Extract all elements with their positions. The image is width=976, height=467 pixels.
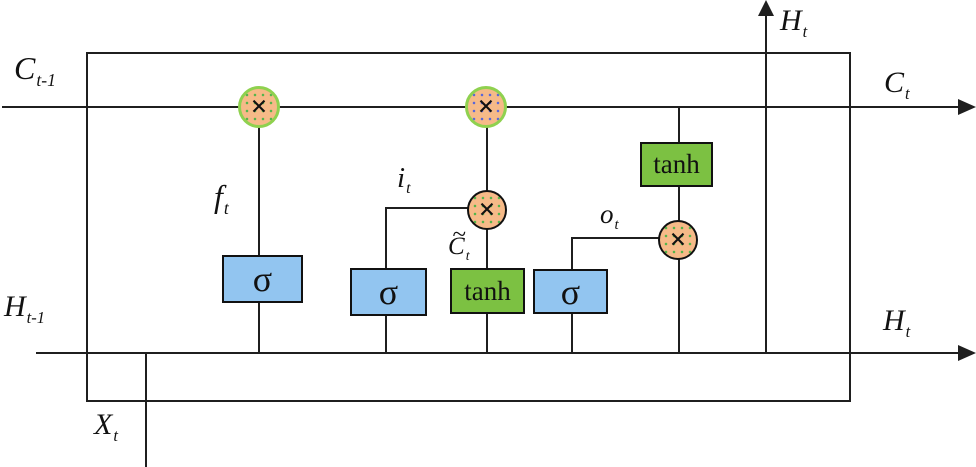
label-sub: t — [905, 83, 910, 103]
label-candidate: ~Ct — [448, 222, 470, 263]
label-cell-state-in: Ct-1 — [14, 52, 56, 90]
input-gate-elbow — [385, 207, 469, 209]
forget-sigma-gate: σ — [222, 255, 303, 303]
label-output-gate: ot — [600, 201, 619, 233]
forget-multiply-node: × — [238, 86, 280, 128]
label-base: i — [397, 162, 406, 194]
label-hidden-out-right: Ht — [883, 306, 910, 340]
label-sub: t — [465, 247, 470, 263]
forget-gate-connector — [258, 127, 260, 353]
label-hidden-out-top: Ht — [780, 6, 807, 40]
candidate-tanh-gate: tanh — [450, 268, 525, 314]
output-sigma-gate: σ — [533, 269, 608, 314]
label-base: C — [448, 233, 465, 260]
candidate-connector — [486, 127, 488, 353]
arrow-right-cell-state — [958, 99, 976, 115]
label-sub: t-1 — [26, 307, 46, 327]
input-x-line — [145, 353, 147, 467]
arrow-right-hidden-state — [958, 345, 976, 361]
output-tanh-gate: tanh — [640, 142, 713, 187]
label-base: X — [94, 408, 113, 441]
tilde-mark: ~ — [452, 220, 467, 248]
output-multiply-node: × — [658, 220, 698, 260]
hidden-up-connector — [765, 12, 767, 353]
label-sub: t — [614, 216, 619, 233]
label-base: o — [600, 199, 614, 229]
label-hidden-state-in: Ht-1 — [4, 292, 45, 326]
label-forget-gate: ft — [214, 180, 229, 218]
cell-boundary-box — [86, 52, 851, 402]
input-multiply-node: × — [465, 86, 507, 128]
label-sub: t-1 — [36, 70, 56, 91]
candidate-multiply-node: × — [467, 190, 507, 230]
label-sub: t — [223, 198, 229, 219]
label-base: H — [883, 304, 905, 337]
label-sub: t — [802, 21, 808, 41]
label-base: H — [780, 4, 802, 37]
arrow-up-hidden-top — [758, 0, 774, 16]
label-input-x: Xt — [94, 410, 118, 444]
label-base: C — [884, 66, 905, 99]
label-base: C — [14, 50, 36, 86]
label-base: H — [4, 290, 26, 323]
label-cell-state-out: Ct — [884, 68, 910, 102]
label-sub: t — [905, 321, 911, 341]
output-gate-elbow — [571, 237, 659, 239]
input-sigma-gate: σ — [350, 268, 427, 316]
label-sub: t — [113, 425, 118, 445]
label-base: f — [214, 178, 223, 214]
hidden-state-line — [36, 352, 960, 354]
label-input-gate: it — [397, 164, 411, 197]
label-sub: t — [406, 180, 411, 198]
